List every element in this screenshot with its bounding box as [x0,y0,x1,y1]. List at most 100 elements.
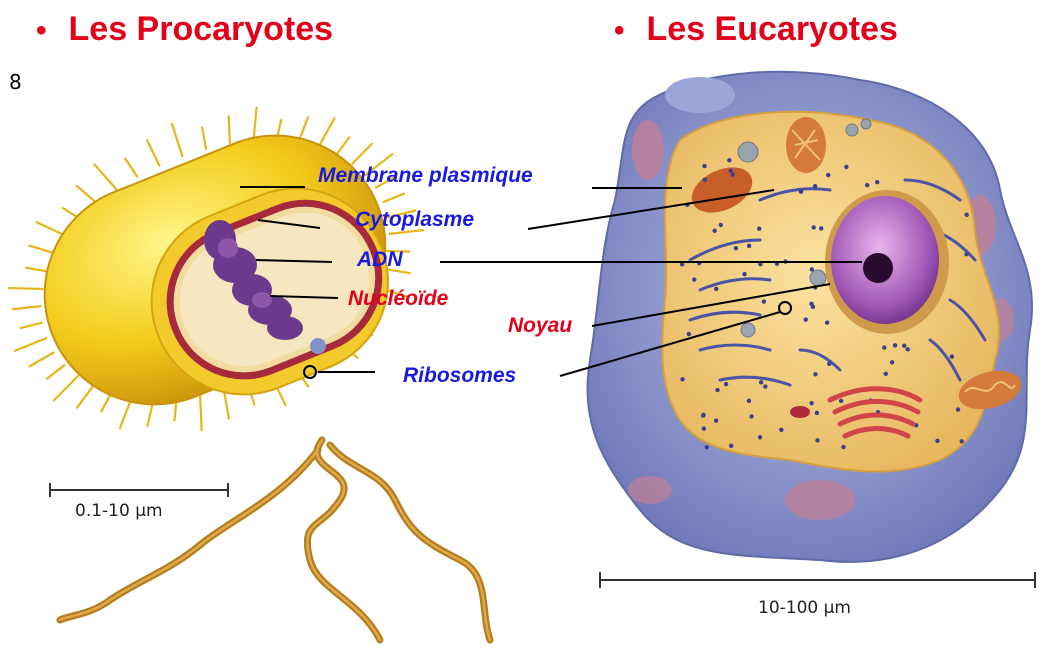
ribosome-dot [809,401,813,405]
ribosome-dot [724,382,728,386]
ribosome-dot [758,435,762,439]
pilus [77,385,94,407]
ribosome-dot [839,399,843,403]
ribosome-dot [884,372,888,376]
ribosome-dot [902,343,906,347]
scale-bar-prokaryote [50,483,228,497]
label-cytoplasme: Cytoplasme [355,208,474,231]
flagellum-highlight [60,440,490,640]
pilus [172,124,183,156]
pilus [125,158,137,176]
ribosome-dot [727,158,731,162]
ribosome-dot [964,252,968,256]
ribosome-dot [950,354,954,358]
ribosome-dot [715,388,719,392]
pilus [47,365,64,378]
pilus [94,164,117,189]
pilus [318,118,334,148]
ribosome-dot [757,226,761,230]
ribosome-dot [804,317,808,321]
ribosome-dot [815,438,819,442]
ribosome-dot [799,189,803,193]
ribosome-dot [865,183,869,187]
pilus [54,376,78,400]
eukaryote-cell [587,72,1032,562]
label-nucleoide: Nucléoïde [348,287,449,310]
scale-label-eukaryote: 10-100 µm [758,598,851,618]
ribosome-dot [965,213,969,217]
ribosome-dot [882,345,886,349]
ribosome-dot [779,428,783,432]
ribosome-dot [762,299,766,303]
label-ribosomes: Ribosomes [403,364,516,387]
vesicle [632,120,664,180]
ribosome-dot [714,419,718,423]
ribosome-dot [841,445,845,449]
pilus [26,268,48,272]
ribosome-dot [809,302,813,306]
pilus [384,194,404,202]
label-noyau: Noyau [508,314,572,337]
ribosome-dot [813,184,817,188]
ribosome-dot [815,411,819,415]
ribosome-dot [956,407,960,411]
vesicle [785,480,855,520]
lysosome [790,406,810,418]
pilus [202,127,206,149]
ribosome-dot [705,445,709,449]
ribosome-dot [763,384,767,388]
pilus [224,391,229,419]
ribosome-dot [844,165,848,169]
ribosome-dot [890,360,894,364]
ribosome-dot [893,343,897,347]
ribosome-dot [731,172,735,176]
ribosome-dot [729,444,733,448]
ribosome-dot [819,226,823,230]
pilus [9,288,43,289]
ribosome-dot [826,173,830,177]
pilus [15,338,47,351]
ribosome-dot [960,439,964,443]
pilus [352,144,372,164]
nucleolus [863,253,893,283]
ribosome-dot [692,277,696,281]
ribosome-dot [687,332,691,336]
ribosome-dot [810,267,814,271]
ribosome-dot [712,229,716,233]
label-adn: ADN [356,248,403,271]
ribosome-dot [827,362,831,366]
scale-label-prokaryote: 0.1-10 µm [75,501,163,521]
ribosome-dot [811,225,815,229]
pilus [13,306,41,309]
ribosome-dot [703,178,707,182]
pilus [229,116,230,144]
ribosome-dot [734,246,738,250]
ribosome-dot [813,372,817,376]
ribosome-dot [749,414,753,418]
ribosome-dot [728,169,732,173]
ribosome-dot [747,244,751,248]
ribosome-dot [935,439,939,443]
plasmid [310,338,326,354]
ribosome-dot [742,272,746,276]
pilus [336,137,349,155]
ribosome-dot [702,426,706,430]
pilus [147,140,159,165]
vesicle [665,77,735,113]
pilus [200,396,201,430]
ribosome-dot [702,164,706,168]
ribosome-dot [875,180,879,184]
vesicle [628,476,672,504]
label-membrane-plasmique: Membrane plasmique [318,164,533,187]
ribosome-dot [905,347,909,351]
ribosome-dot [825,320,829,324]
ribosome-dot [759,380,763,384]
ribosome-dot [701,413,705,417]
pilus [30,352,54,366]
ribosome-dot [747,399,751,403]
ribosome-dot [714,287,718,291]
pilus [20,323,41,328]
scale-bar-eukaryote [600,572,1035,588]
ribosome-dot [680,377,684,381]
